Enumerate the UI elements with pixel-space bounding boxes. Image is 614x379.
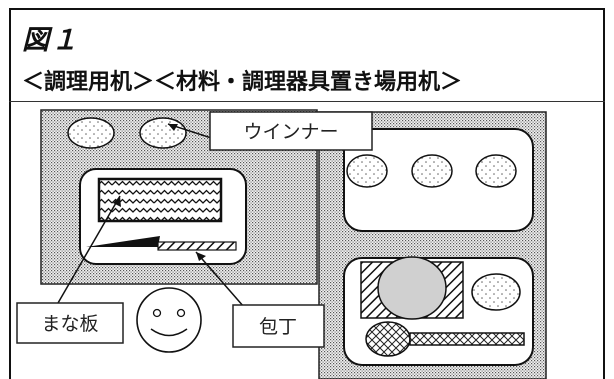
utensil-handle xyxy=(409,332,525,346)
wiener-callout: ウインナー xyxy=(209,111,373,151)
figure-heading: 図１ xyxy=(22,25,80,56)
wiener-plate-2 xyxy=(139,117,187,149)
smiley-face-icon xyxy=(136,287,202,353)
knife-blade xyxy=(86,236,160,247)
utensil-head xyxy=(365,321,411,357)
cooking-desk xyxy=(40,109,318,285)
figure-subtitle: ＜調理用机＞＜材料・調理器具置き場用机＞ xyxy=(22,70,463,95)
cutting-board-label: まな板 xyxy=(41,313,98,335)
knife-label: 包丁 xyxy=(259,316,297,338)
heading-divider xyxy=(9,101,605,102)
knife-callout: 包丁 xyxy=(232,304,325,348)
materials-desk xyxy=(318,111,547,379)
small-plate xyxy=(471,273,521,311)
leader-lines xyxy=(57,123,245,308)
figure-frame xyxy=(9,8,605,379)
knife-handle xyxy=(157,241,237,251)
tray-plate-2 xyxy=(411,154,453,188)
tray-plate-3 xyxy=(475,154,517,188)
tray-plate-1 xyxy=(346,154,388,188)
wiener-plate-1 xyxy=(67,117,115,149)
cutting-board-callout: まな板 xyxy=(16,302,124,344)
gray-bowl xyxy=(377,256,447,320)
wiener-label: ウインナー xyxy=(243,121,338,143)
